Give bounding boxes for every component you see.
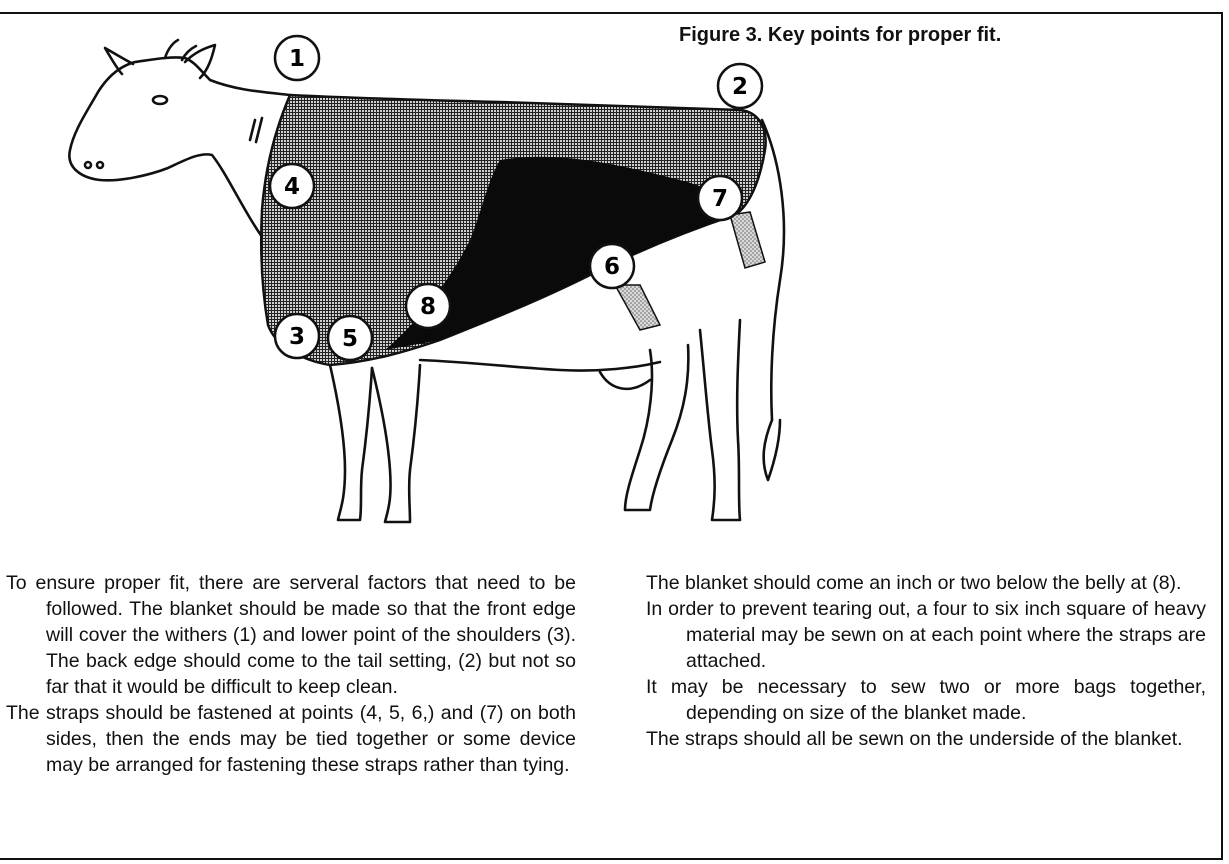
svg-text:8: 8 (420, 294, 436, 320)
svg-text:3: 3 (289, 324, 305, 350)
strap-6 (615, 285, 660, 330)
marker-6: 6 (590, 244, 634, 288)
paragraph-reinforcement: In order to prevent tearing out, a four … (646, 596, 1206, 674)
svg-text:6: 6 (604, 254, 620, 280)
marker-5: 5 (328, 316, 372, 360)
svg-text:7: 7 (712, 186, 728, 212)
svg-text:4: 4 (284, 174, 300, 200)
cow-blanket-diagram: 1 2 4 7 6 8 3 5 (30, 22, 820, 562)
paragraph-belly: The blanket should come an inch or two b… (646, 570, 1206, 596)
marker-1: 1 (275, 36, 319, 80)
marker-2: 2 (718, 64, 762, 108)
paragraph-strap-points: The straps should be fastened at points … (6, 700, 576, 778)
paragraph-fit-factors: To ensure proper fit, there are serveral… (6, 570, 576, 700)
svg-text:2: 2 (732, 74, 748, 100)
paragraph-bags: It may be necessary to sew two or more b… (646, 674, 1206, 726)
svg-text:1: 1 (289, 46, 305, 72)
marker-4: 4 (270, 164, 314, 208)
svg-text:5: 5 (342, 326, 358, 352)
marker-3: 3 (275, 314, 319, 358)
strap-7 (730, 212, 765, 268)
paragraph-underside: The straps should all be sewn on the und… (646, 726, 1206, 752)
text-column-left: To ensure proper fit, there are serveral… (6, 570, 576, 778)
marker-8: 8 (406, 284, 450, 328)
text-column-right: The blanket should come an inch or two b… (646, 570, 1206, 752)
marker-7: 7 (698, 176, 742, 220)
